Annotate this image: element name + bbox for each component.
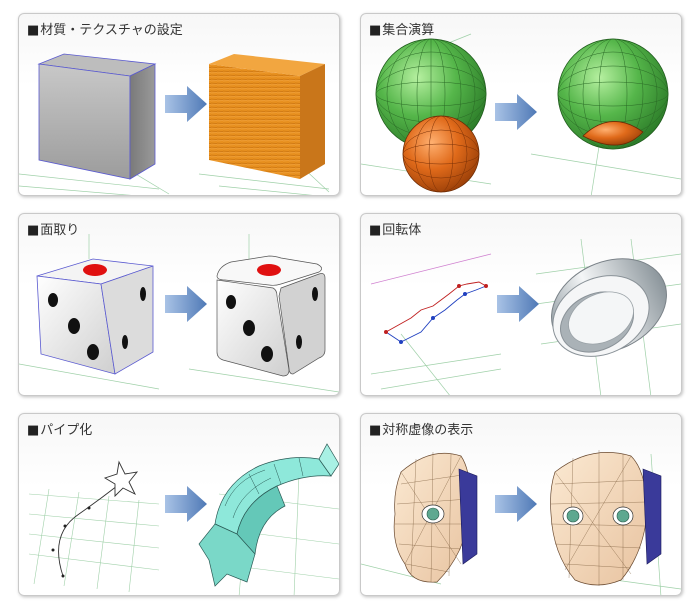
panel-title: ■対称虚像の表示 [369,423,474,438]
panel-pipe: ■パイプ化 [18,413,340,596]
panel-title: ■回転体 [369,223,422,238]
right-arrow-icon [165,486,207,522]
cube-illustration [19,53,330,195]
panel-boolean: ■集合演算 [360,13,682,196]
panel-chamfer: ■面取り [18,213,340,396]
right-arrow-icon [495,486,537,522]
panel-title: ■パイプ化 [27,423,93,438]
sphere-illustration [361,33,681,195]
right-arrow-icon [497,286,539,322]
revolve-illustration [370,238,681,395]
face-illustration [361,450,681,595]
panel-title: ■材質・テクスチャの設定 [27,23,183,38]
right-arrow-icon [495,94,537,130]
panel-mirror: ■対称虚像の表示 [360,413,682,596]
panel-title: ■面取り [27,223,80,238]
dice-illustration [19,234,339,393]
right-arrow-icon [165,86,207,122]
right-arrow-icon [165,286,207,322]
panel-revolve: ■回転体 [360,213,682,396]
pipe-illustration [28,443,339,595]
panel-material-texture: ■材質・テクスチャの設定 [18,13,340,196]
panel-title: ■集合演算 [369,23,435,38]
